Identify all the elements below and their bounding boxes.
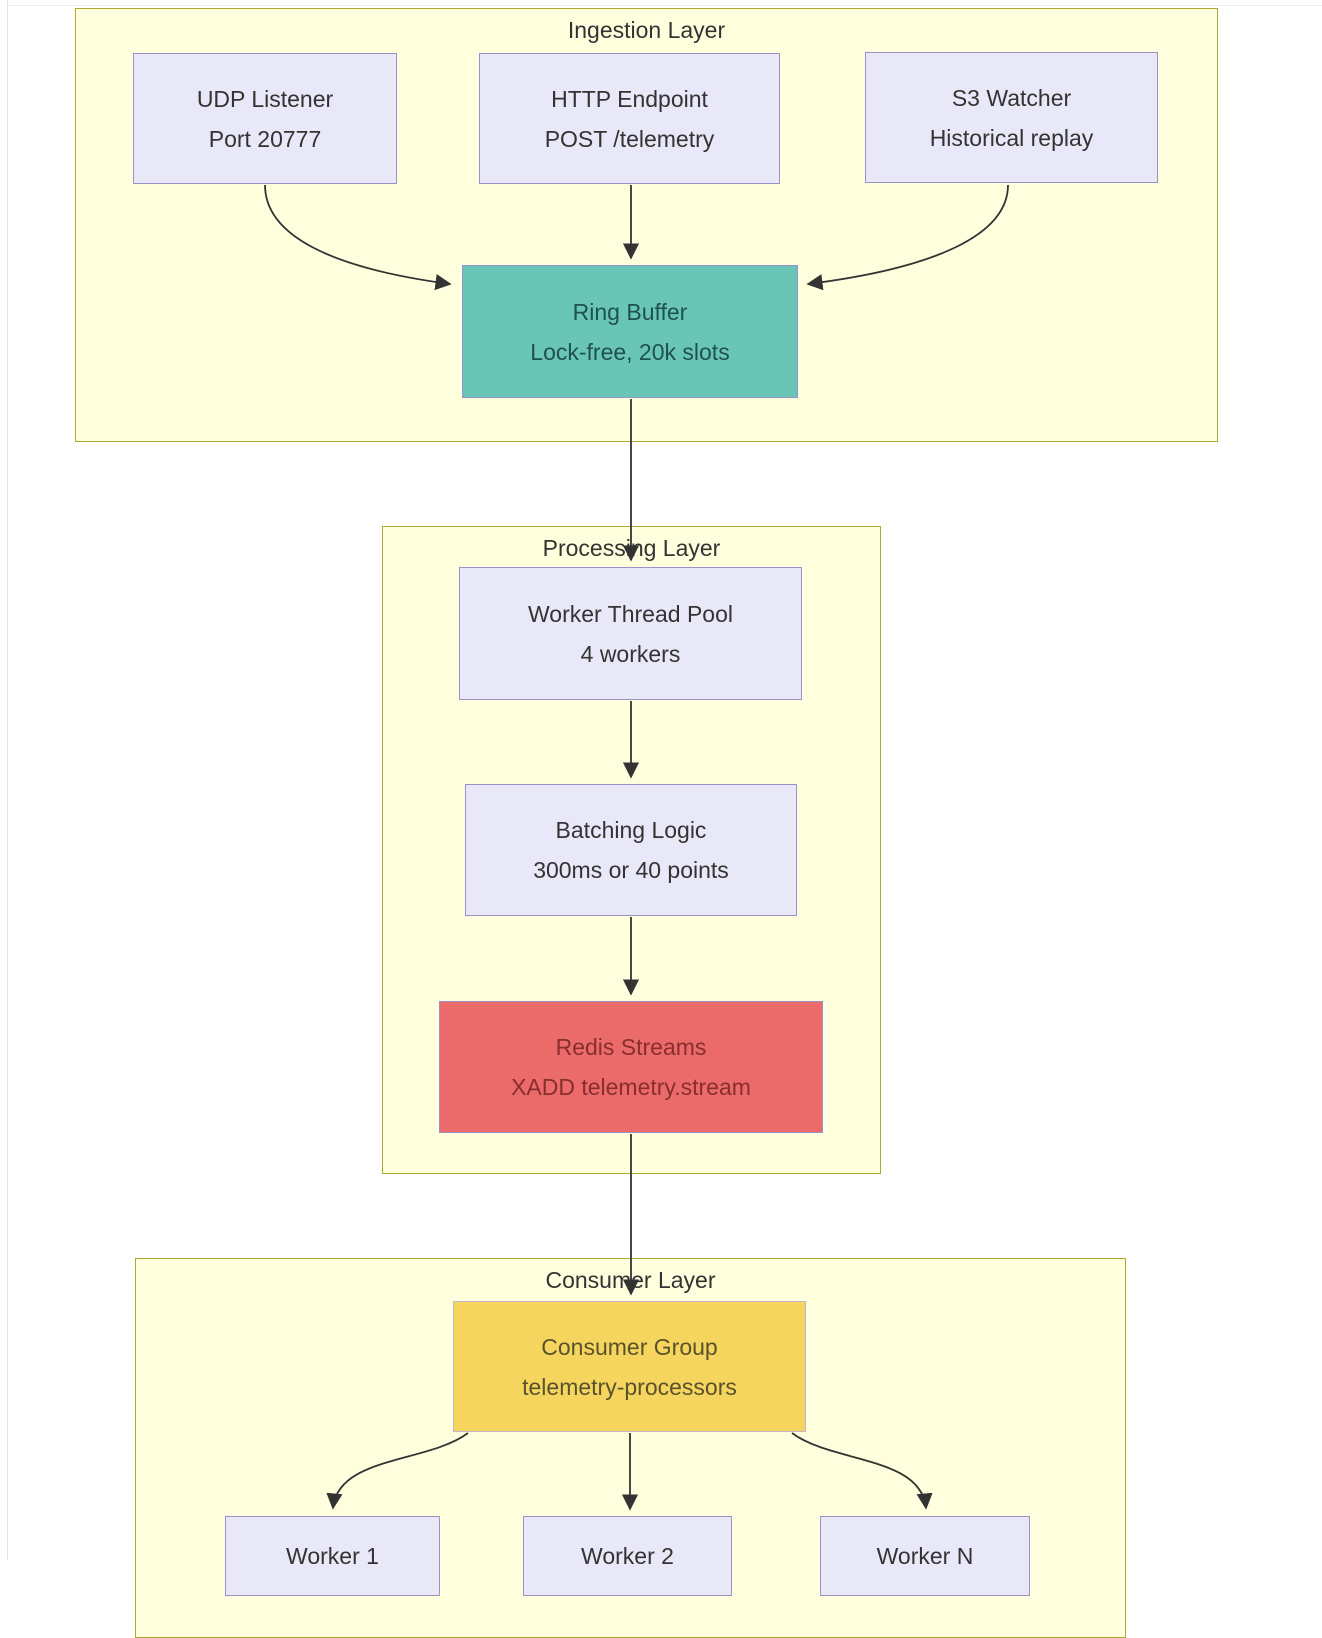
- node-label: Redis Streams: [555, 1034, 707, 1060]
- node-label: Consumer Group: [541, 1333, 718, 1360]
- subgraph-title-processing: Processing Layer: [542, 535, 721, 561]
- node-label: S3 Watcher: [951, 84, 1072, 111]
- node-sublabel: Historical replay: [929, 124, 1094, 151]
- node-label: Ring Buffer: [572, 298, 688, 325]
- node-label: Worker N: [876, 1543, 974, 1569]
- subgraph-title-consumer: Consumer Layer: [545, 1267, 716, 1293]
- node-redis-streams: Redis Streams XADD telemetry.stream: [439, 1001, 823, 1133]
- node-http-endpoint: HTTP Endpoint POST /telemetry: [479, 53, 780, 184]
- node-sublabel: 300ms or 40 points: [533, 857, 729, 883]
- node-label: HTTP Endpoint: [551, 85, 708, 112]
- node-sublabel: 4 workers: [580, 640, 681, 667]
- window-top-edge: [7, 5, 1322, 6]
- node-batching-logic: Batching Logic 300ms or 40 points: [465, 784, 797, 916]
- node-label: Worker 2: [581, 1543, 674, 1569]
- node-worker-1: Worker 1: [225, 1516, 440, 1596]
- node-label: Batching Logic: [555, 817, 707, 843]
- node-worker-thread-pool: Worker Thread Pool 4 workers: [459, 567, 802, 700]
- subgraph-title-ingestion: Ingestion Layer: [567, 17, 726, 43]
- node-worker-n: Worker N: [820, 1516, 1030, 1596]
- node-sublabel: XADD telemetry.stream: [511, 1074, 751, 1100]
- node-udp-listener: UDP Listener Port 20777: [133, 53, 397, 184]
- node-sublabel: Lock-free, 20k slots: [530, 338, 730, 365]
- node-sublabel: POST /telemetry: [544, 125, 715, 152]
- node-consumer-group: Consumer Group telemetry-processors: [453, 1301, 806, 1432]
- window-left-edge: [7, 0, 8, 1560]
- node-sublabel: Port 20777: [208, 125, 322, 152]
- node-s3-watcher: S3 Watcher Historical replay: [865, 52, 1158, 183]
- node-label: Worker Thread Pool: [528, 600, 733, 627]
- node-label: UDP Listener: [196, 85, 334, 112]
- node-label: Worker 1: [286, 1543, 379, 1569]
- node-worker-2: Worker 2: [523, 1516, 732, 1596]
- node-ring-buffer: Ring Buffer Lock-free, 20k slots: [462, 265, 798, 398]
- node-sublabel: telemetry-processors: [522, 1373, 737, 1400]
